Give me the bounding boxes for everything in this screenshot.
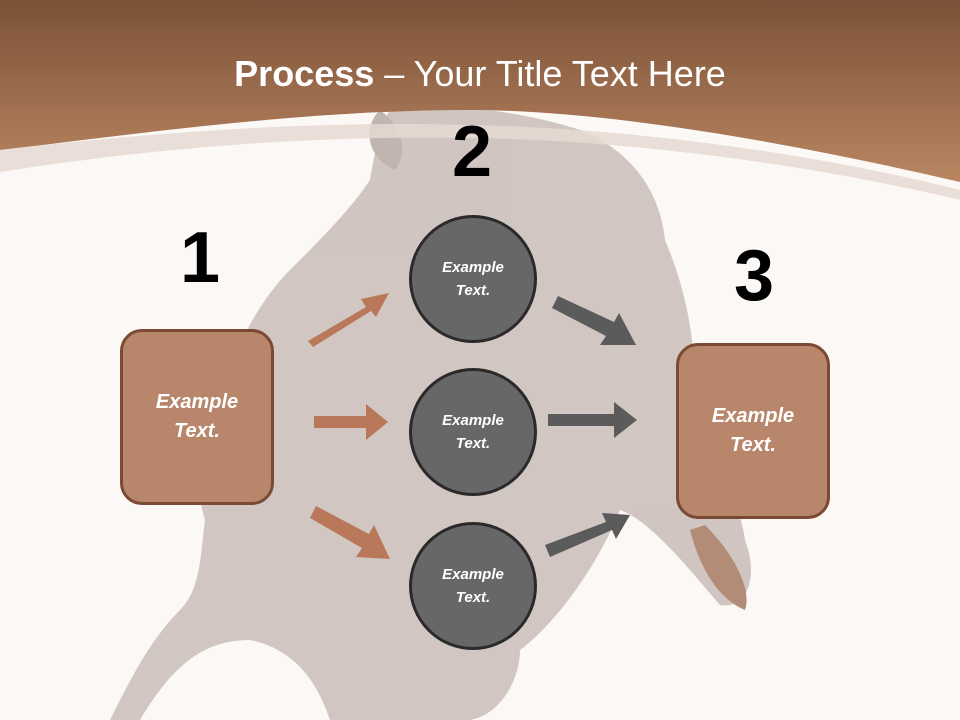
step-number-3: 3 [733,236,775,316]
process-circle-2-text: Example Text. [442,412,504,452]
step-number-2: 2 [451,112,493,192]
arrow-to-circle-2 [314,404,388,440]
arrows-gray [545,296,637,557]
process-circle-1-text: Example Text. [442,259,504,299]
header-swoosh [0,124,960,200]
arrow-to-circle-3 [310,506,390,559]
process-circle-3: Example Text. [409,522,537,650]
title-rest: – Your Title Text Here [374,53,726,94]
title-bold: Process [234,53,375,94]
output-box: Example Text. [676,343,830,519]
step-number-1: 1 [179,218,221,298]
arrow-from-circle-1 [552,296,636,345]
output-box-text: Example Text. [711,405,795,456]
process-circle-3-text: Example Text. [442,566,504,606]
header-band [0,0,960,182]
arrow-to-circle-1 [308,293,389,347]
process-circle-2: Example Text. [409,368,537,496]
input-box-text: Example Text. [155,391,239,442]
slide-title: Process – Your Title Text Here [0,52,960,96]
arrow-from-circle-3 [545,513,630,557]
arrow-from-circle-2 [548,402,637,438]
arrows-orange [308,293,390,559]
process-circle-1: Example Text. [409,215,537,343]
input-box: Example Text. [120,329,274,505]
